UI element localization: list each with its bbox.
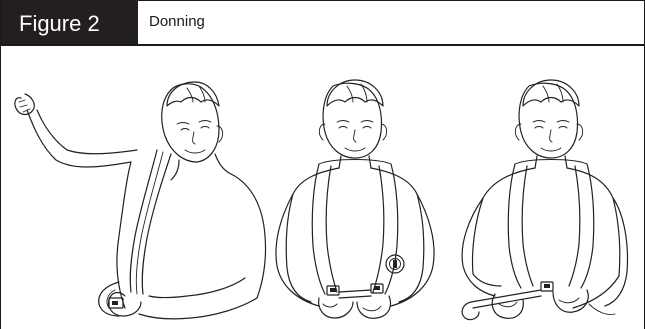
person-donning-vest-arm-raised-icon [15, 82, 266, 319]
person-fastening-vest-buckle-icon [276, 80, 434, 318]
donning-illustration [1, 46, 645, 329]
figure-label: Figure 2 [19, 11, 100, 36]
donning-illustration-svg [1, 46, 645, 329]
figure-label-tab: Figure 2 [1, 0, 138, 45]
figure-caption: Donning [149, 13, 205, 31]
person-tightening-vest-strap-icon [462, 80, 627, 320]
